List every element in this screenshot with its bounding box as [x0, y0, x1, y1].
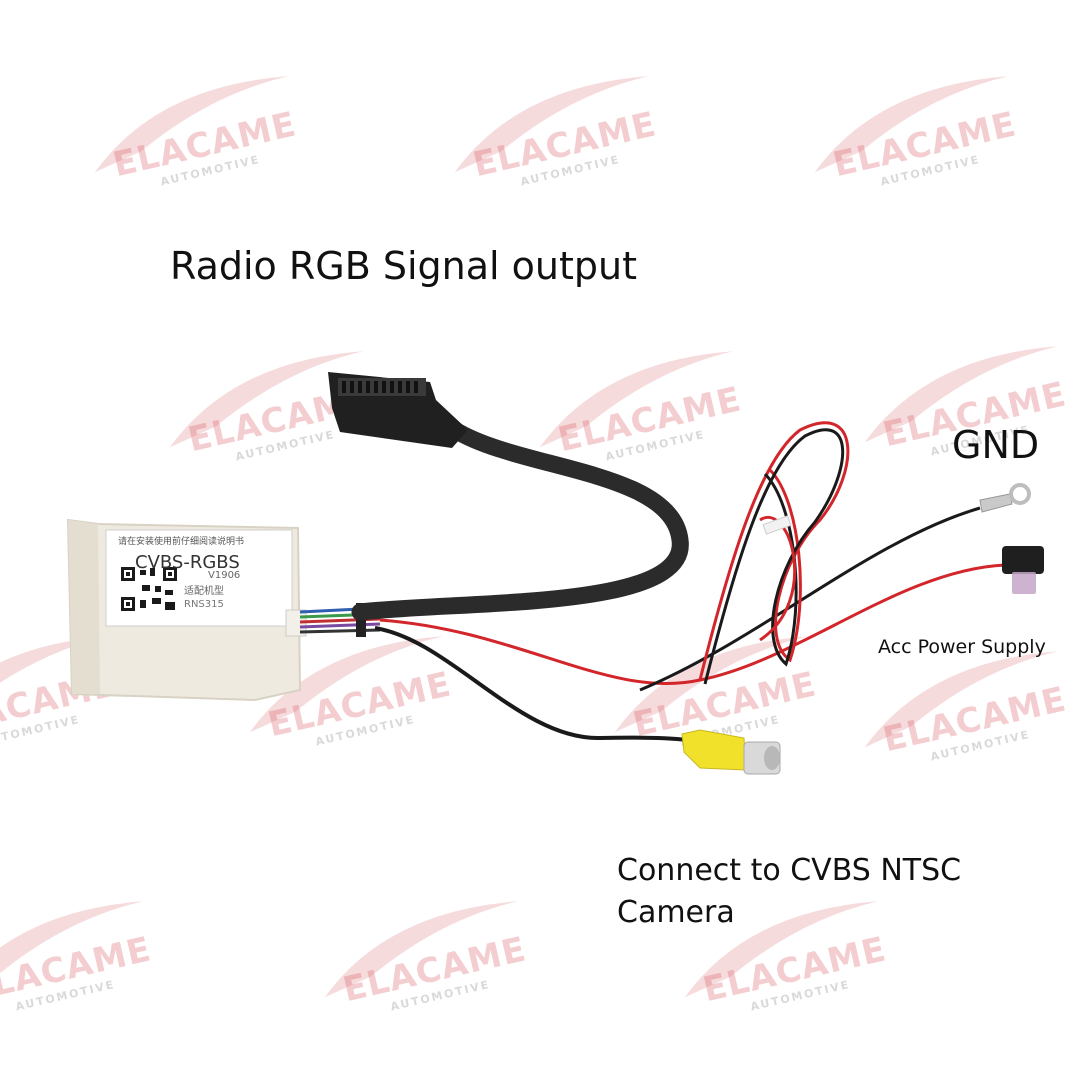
swoosh-icon — [94, 76, 289, 173]
radio-connector — [328, 372, 468, 448]
main-cable — [351, 421, 689, 621]
watermark: ELACAME AUTOMOTIVE — [580, 615, 841, 786]
cvbs-camera-line1: Connect to CVBS NTSC — [617, 853, 962, 888]
watermark: ELACAME AUTOMOTIVE — [135, 330, 396, 501]
swoosh-icon — [324, 901, 519, 998]
swoosh-icon — [864, 651, 1059, 748]
swoosh-icon — [539, 351, 734, 448]
gnd-wire — [639, 506, 981, 692]
watermark: ELACAME AUTOMOTIVE — [780, 55, 1041, 226]
module-chinese-note: 请在安装使用前仔细阅读说明书 — [118, 537, 245, 547]
qr-code-icon — [120, 566, 178, 612]
coiled-wire — [698, 421, 850, 685]
swoosh-icon — [684, 901, 879, 998]
swoosh-icon — [864, 346, 1059, 443]
cvbs-camera-line2: Camera — [617, 895, 735, 930]
module-title: CVBS-RGBS — [135, 552, 240, 573]
gnd-label: GND — [952, 423, 1040, 467]
watermark: ELACAME AUTOMOTIVE — [215, 615, 476, 786]
ring-terminal-icon — [979, 483, 1031, 513]
module-fit-label: 适配机型 — [184, 586, 224, 597]
converter-module — [66, 518, 307, 702]
module-model: RNS315 — [184, 599, 224, 610]
watermark: ELACAME AUTOMOTIVE — [420, 55, 681, 226]
watermark: ELACAME AUTOMOTIVE — [290, 880, 551, 1051]
watermark: ELACAME AUTOMOTIVE — [650, 880, 911, 1051]
radio-output-label: Radio RGB Signal output — [170, 244, 638, 288]
watermark: ELACAME AUTOMOTIVE — [830, 325, 1080, 496]
watermark: ELACAME AUTOMOTIVE — [505, 330, 766, 501]
watermark: ELACAME AUTOMOTIVE — [830, 630, 1080, 801]
swoosh-icon — [814, 76, 1009, 173]
rca-cable — [374, 626, 689, 742]
module-version: V1906 — [208, 570, 241, 581]
rca-plug — [681, 729, 781, 775]
swoosh-icon — [169, 351, 364, 448]
watermark: ELACAME AUTOMOTIVE — [60, 55, 321, 226]
swoosh-icon — [454, 76, 649, 173]
fuse-icon — [1002, 546, 1044, 594]
swoosh-icon — [614, 636, 809, 733]
cvbs-camera-label: Connect to CVBS NTSC Camera — [617, 850, 997, 934]
acc-power-label: Acc Power Supply — [878, 636, 1046, 658]
swoosh-icon — [249, 636, 444, 733]
